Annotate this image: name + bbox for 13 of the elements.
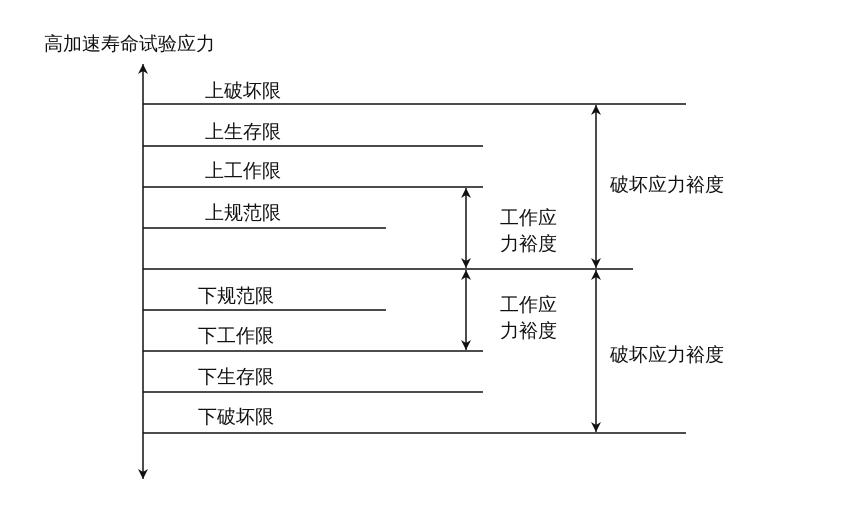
margin-label: 工作应力裕度 — [500, 293, 558, 344]
limit-label: 上规范限 — [205, 202, 281, 225]
axis-label: 高加速寿命试验应力 — [44, 33, 215, 56]
limit-label: 上生存限 — [205, 121, 281, 144]
limit-label: 下生存限 — [198, 366, 274, 389]
limit-label: 下破坏限 — [198, 406, 274, 429]
margin-label: 工作应力裕度 — [500, 206, 558, 257]
limit-label: 下工作限 — [198, 325, 274, 348]
limit-label: 上工作限 — [205, 160, 281, 183]
margin-label: 破坏应力裕度 — [610, 174, 724, 197]
margin-label: 破坏应力裕度 — [610, 344, 724, 367]
limit-label: 上破坏限 — [205, 80, 281, 103]
limit-label: 下规范限 — [198, 285, 274, 308]
